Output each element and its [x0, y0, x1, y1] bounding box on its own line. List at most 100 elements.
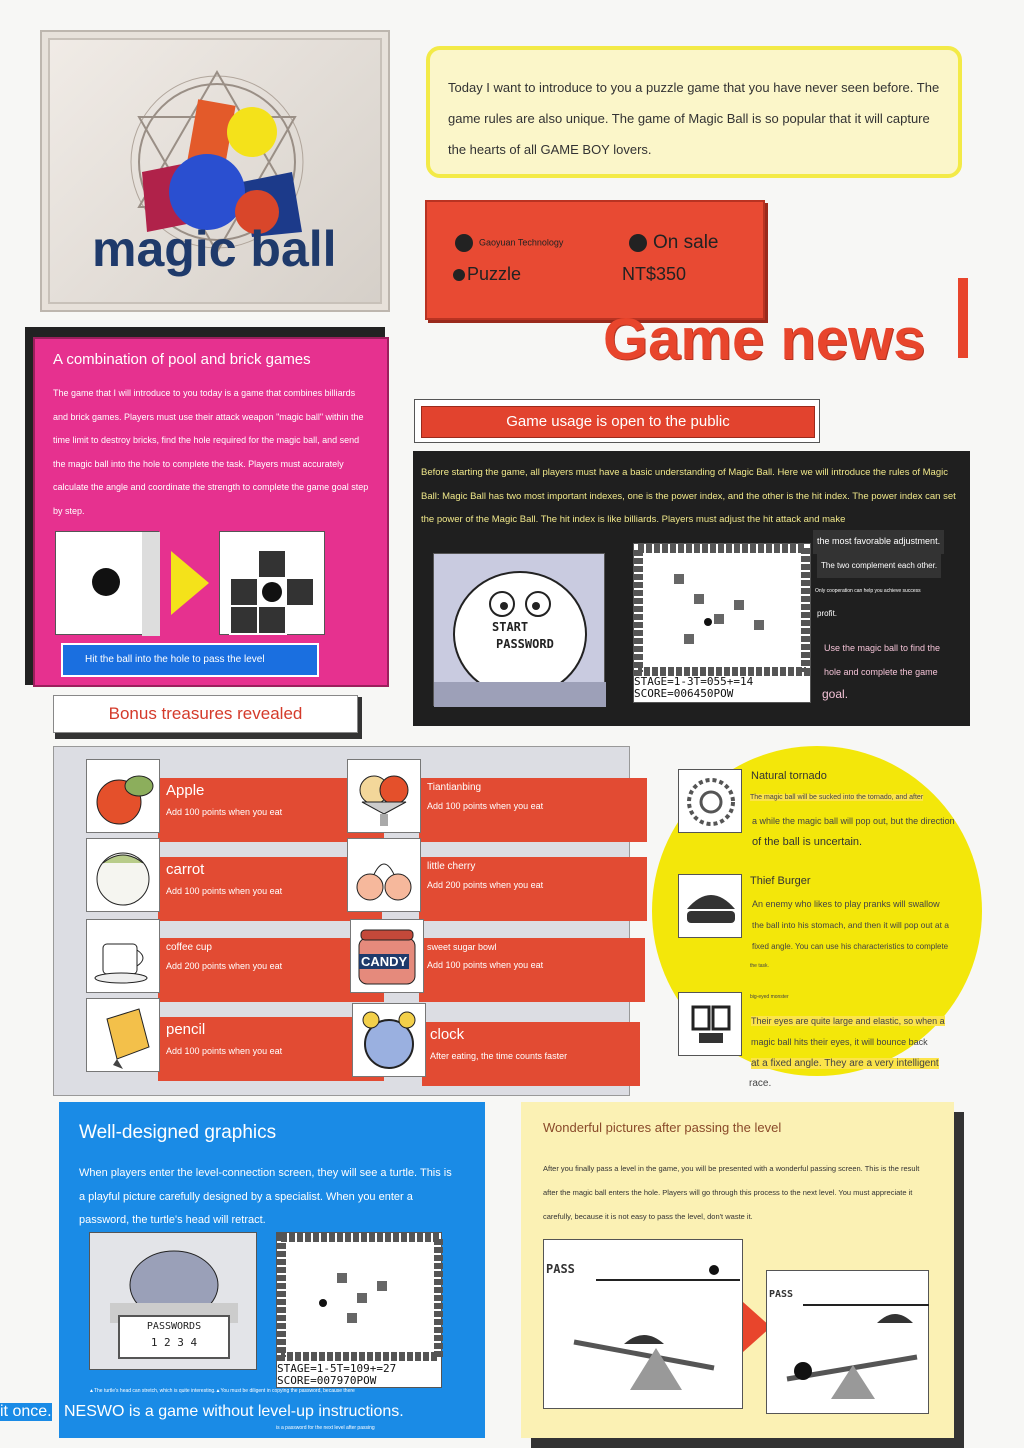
apple-icon: [86, 759, 160, 833]
enemy-line: of the ball is uncertain.: [752, 836, 863, 848]
passwords-label: PASSWORDS: [146, 1321, 202, 1332]
stage-screen-2: STAGE=1-5T=109+=27 SCORE=007970POW: [276, 1232, 444, 1388]
pass-screen-1: PASS: [543, 1239, 743, 1409]
fine-print-2: is a password for the next level after p…: [276, 1425, 375, 1431]
treasure-desc: Add 100 points when you eat: [427, 801, 544, 811]
ball-icon: [92, 532, 160, 636]
bullet-icon: [455, 234, 473, 252]
enemy-line: the task.: [750, 963, 769, 969]
usage-side-6: hole and complete the game: [824, 667, 938, 677]
pass-label: PASS: [546, 1262, 575, 1276]
pool-section: A combination of pool and brick games Th…: [33, 337, 389, 687]
usage-side-7: goal.: [822, 687, 849, 701]
brick-wall-icon: [633, 543, 811, 677]
treasure-name: little cherry: [427, 861, 476, 872]
passing-title: Wonderful pictures after passing the lev…: [543, 1120, 782, 1135]
treasure-name: sweet sugar bowl: [427, 942, 497, 952]
hexagram-logo-icon: [130, 70, 304, 254]
enemy-name: Thief Burger: [750, 875, 811, 887]
start-label: START: [492, 620, 529, 634]
usage-side-3: Only cooperation can help you achieve su…: [815, 588, 921, 594]
pool-caption: Hit the ball into the hole to pass the l…: [61, 643, 319, 677]
pool-heading: A combination of pool and brick games: [53, 351, 311, 368]
treasure-desc: Add 100 points when you eat: [166, 1046, 283, 1056]
big-eyed-monster-icon: [678, 992, 742, 1056]
treasure-desc: Add 100 points when you eat: [166, 886, 283, 896]
brick-wall-icon: [276, 1232, 444, 1362]
treasure-desc: Add 200 points when you eat: [427, 880, 544, 890]
ball-screen: [55, 531, 160, 636]
alarm-clock-icon: [352, 1003, 426, 1077]
password-label: PASSWORD: [496, 637, 554, 651]
treasure-name: pencil: [166, 1021, 206, 1038]
logo-title: magic ball: [92, 221, 337, 277]
graphics-body: When players enter the level-connection …: [79, 1167, 452, 1226]
usage-side-4: profit.: [817, 609, 838, 618]
bullet-icon: [629, 233, 647, 252]
price: NT$350: [622, 264, 687, 284]
usage-title: Game usage is open to the public: [421, 406, 815, 438]
graphics-section: Well-designed graphics When players ente…: [59, 1102, 485, 1438]
seesaw-icon: [786, 1304, 929, 1399]
score-readout: SCORE=007970POW: [277, 1374, 377, 1387]
cabbage-icon: [86, 838, 160, 912]
genre: Puzzle: [467, 264, 522, 284]
treasure-desc: Add 200 points when you eat: [166, 961, 283, 971]
intro-text: Today I want to introduce to you a puzzl…: [448, 80, 940, 157]
burger-icon: [678, 874, 742, 938]
enemy-line: Their eyes are quite large and elastic, …: [751, 1016, 945, 1026]
password-screen: PASSWORDS 1 2 3 4: [89, 1232, 257, 1370]
stage-screen: STAGE=1-3T=055+=14 SCORE=006450POW: [633, 543, 811, 703]
tornado-icon: [678, 769, 742, 833]
publisher: Gaoyuan Technology: [479, 237, 564, 248]
stage-readout: STAGE=1-5T=109+=27: [277, 1362, 397, 1375]
bullet-icon: [453, 269, 465, 282]
arrow-right-icon: [171, 551, 209, 615]
usage-section: Before starting the game, all players mu…: [413, 451, 970, 726]
enemy-line: An enemy who likes to play pranks will s…: [752, 899, 940, 909]
usage-side-1: the most favorable adjustment.: [813, 530, 945, 554]
treasure-desc: After eating, the time counts faster: [430, 1051, 568, 1061]
passing-body: After you finally pass a level in the ga…: [543, 1164, 920, 1221]
graphics-title: Well-designed graphics: [79, 1122, 277, 1143]
pencil-icon: [86, 998, 160, 1072]
score-readout: SCORE=006450POW: [634, 687, 734, 700]
password-digits: 1 2 3 4: [150, 1336, 198, 1349]
treasure-desc: Add 100 points when you eat: [427, 960, 544, 970]
enemy-line: magic ball hits their eyes, it will boun…: [751, 1037, 928, 1047]
pool-body: The game that I will introduce to you to…: [53, 388, 369, 516]
treasure-name: carrot: [166, 861, 205, 878]
turtle-character-icon: [434, 571, 606, 707]
status: On sale: [653, 232, 719, 253]
cherry-icon: [347, 838, 421, 912]
treasure-name: Apple: [166, 782, 205, 799]
start-screen: START PASSWORD: [433, 553, 606, 707]
usage-body: Before starting the game, all players mu…: [421, 467, 956, 525]
candy-jar-icon: CANDY: [350, 919, 424, 993]
enemy-line: fixed angle. You can use his characteris…: [752, 942, 949, 951]
game-news-bar: [958, 278, 968, 358]
pass-screen-2: PASS: [766, 1270, 929, 1414]
arrow-right-icon: [743, 1302, 771, 1352]
passing-section: Wonderful pictures after passing the lev…: [521, 1102, 954, 1438]
enemy-line: at a fixed angle. They are a very intell…: [751, 1058, 939, 1069]
treasure-name: clock: [430, 1026, 465, 1043]
fine-print: ▲The turtle's head can stretch, which is…: [89, 1388, 355, 1394]
treasure-name: Tiantianbing: [427, 782, 482, 793]
enemy-line: a while the magic ball will pop out, but…: [752, 816, 955, 826]
intro-box: Today I want to introduce to you a puzzl…: [426, 46, 962, 178]
caption-main: NESWO is a game without level-up instruc…: [64, 1403, 404, 1420]
enemy-line: The magic ball will be sucked into the t…: [750, 794, 924, 801]
usage-side-2: The two complement each other.: [817, 554, 942, 578]
info-box: Gaoyuan Technology On sale Puzzle NT$350: [425, 200, 765, 320]
ice-cream-icon: [347, 759, 421, 833]
treasure-desc: Add 100 points when you eat: [166, 807, 283, 817]
enemy-name: Natural tornado: [751, 770, 827, 782]
enemy-line: the ball into his stomach, and then it w…: [752, 920, 950, 930]
usage-title-box: Game usage is open to the public: [414, 399, 820, 443]
candy-label: CANDY: [359, 954, 410, 969]
enemy-line: race.: [749, 1078, 772, 1089]
stage-readout: STAGE=1-3T=055+=14: [634, 675, 754, 688]
hole-screen: [219, 531, 325, 635]
